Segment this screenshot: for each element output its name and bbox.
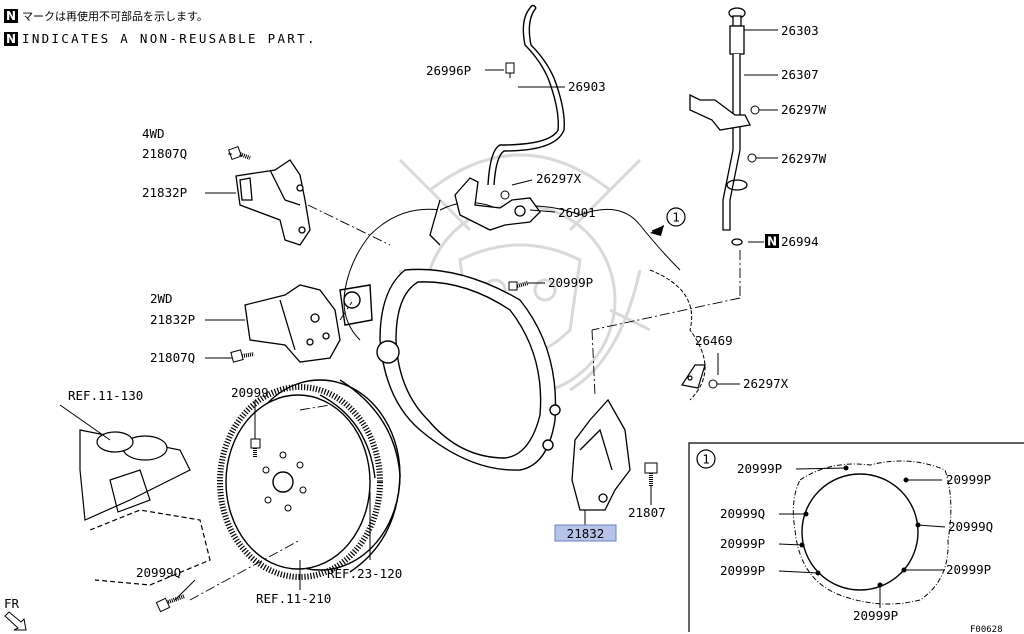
label-20999: 20999 <box>231 385 269 400</box>
inset-panel: 1 <box>688 442 1024 632</box>
label-26297X-a: 26297X <box>536 171 582 186</box>
label-21807Q-b: 21807Q <box>150 350 195 365</box>
inset-label-right-1: 20999Q <box>948 519 993 534</box>
non-reusable-marker-26994: N 26994 <box>765 234 819 249</box>
inset-callout-label: 1 <box>702 452 710 467</box>
figure-code: F00628 <box>970 625 1003 634</box>
notice-japanese-text: マークは再使用不可部品を示します。 <box>22 10 208 23</box>
label-26297W-b: 26297W <box>781 151 827 166</box>
bracket-2wd <box>244 284 341 363</box>
leader-lines <box>59 29 778 601</box>
label-26903: 26903 <box>568 79 606 94</box>
inset-label-right-2: 20999P <box>946 562 991 577</box>
engine-block <box>79 429 211 586</box>
label-21832P-b: 21832P <box>150 312 195 327</box>
tube-26903 <box>487 4 565 186</box>
label-21832: 21832 <box>567 526 605 541</box>
notice-english-text: INDICATES A NON-REUSABLE PART. <box>22 31 317 46</box>
label-21832P-a: 21832P <box>142 185 187 200</box>
bolt-26297X-right-icon <box>708 379 718 389</box>
inset-label-top-left: 20999P <box>737 461 782 476</box>
non-reusable-marker-icon: N <box>4 9 18 23</box>
notice-japanese: N マークは再使用不可部品を示します。 <box>4 8 208 24</box>
bell-housing <box>339 268 561 471</box>
label-20999P-main: 20999P <box>548 275 593 290</box>
dipstick-tube-26307 <box>689 7 751 246</box>
bracket-26901 <box>429 177 541 246</box>
highlight-21832[interactable]: 21832 <box>554 524 617 542</box>
bracket-21832 <box>571 398 631 511</box>
label-26996P: 26996P <box>426 63 471 78</box>
clip-26996P-icon <box>505 62 515 78</box>
relation-lines <box>189 204 741 601</box>
label-26994: 26994 <box>781 234 819 249</box>
bolt-26297W-icon <box>747 105 760 163</box>
label-26303: 26303 <box>781 23 819 38</box>
bolt-20999Q-icon <box>155 594 186 613</box>
bolt-21807-icon <box>644 462 658 486</box>
bolt-20999P-icon <box>508 281 529 291</box>
label-2wd: 2WD <box>150 291 173 306</box>
label-21807Q-a: 21807Q <box>142 146 187 161</box>
notice-english: N INDICATES A NON-REUSABLE PART. <box>4 31 317 46</box>
label-ref-11-130: REF.11-130 <box>68 388 143 403</box>
label-4wd: 4WD <box>142 126 165 141</box>
inset-label-bottom: 20999P <box>853 608 898 623</box>
inset-label-left-1: 20999Q <box>720 506 765 521</box>
label-26307: 26307 <box>781 67 819 82</box>
label-ref-11-210: REF.11-210 <box>256 591 331 606</box>
callout-1-main: 1 <box>666 207 686 227</box>
bolt-21807Q-2wd-icon <box>230 349 255 363</box>
non-reusable-marker-icon: N <box>767 235 777 249</box>
label-20999Q-main: 20999Q <box>136 565 181 580</box>
front-arrow-icon <box>4 611 27 631</box>
label-26297W-a: 26297W <box>781 102 827 117</box>
label-26297X-b: 26297X <box>743 376 789 391</box>
part-labels: 26996P 26903 26303 26307 26297W 26297W 2… <box>4 23 1003 634</box>
flywheel <box>217 379 401 580</box>
callout-arrow-icon <box>650 225 665 236</box>
non-reusable-marker-icon: N <box>4 31 18 46</box>
callout-1-label: 1 <box>672 210 680 225</box>
inset-label-right-0: 20999P <box>946 472 991 487</box>
inset-label-left-2: 20999P <box>720 536 765 551</box>
label-21807: 21807 <box>628 505 666 520</box>
bracket-26469 <box>681 364 706 389</box>
bracket-4wd <box>235 159 311 246</box>
label-26901: 26901 <box>558 205 596 220</box>
label-fr: FR <box>4 596 20 611</box>
label-26469: 26469 <box>695 333 733 348</box>
bolt-26297X-top-icon <box>500 190 510 200</box>
inset-label-left-3: 20999P <box>720 563 765 578</box>
label-ref-23-120: REF.23-120 <box>327 566 402 581</box>
bolt-21807Q-4wd-icon <box>227 145 251 161</box>
